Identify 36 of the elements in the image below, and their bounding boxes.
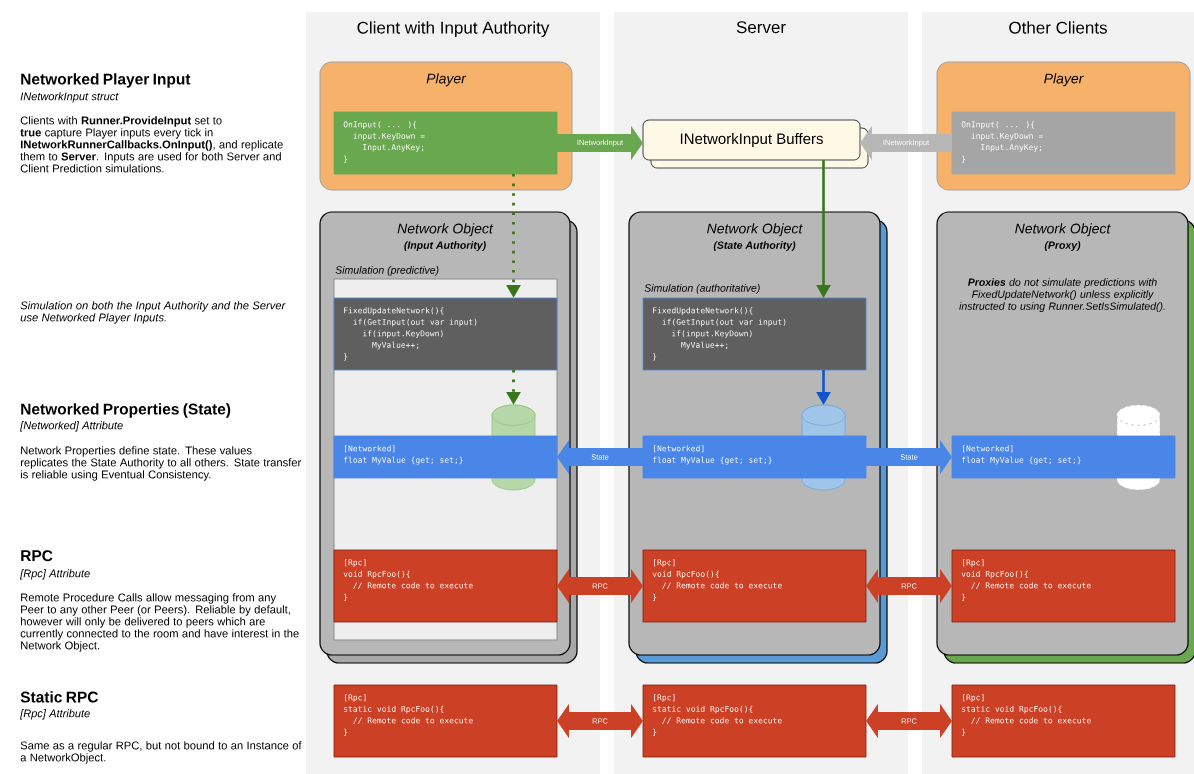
block-arrow	[866, 568, 952, 604]
section-subtitle: INetworkInput struct	[20, 92, 119, 103]
description-text: Same as a regular RPC, but not bound to an Instance of a NetworkObject.	[20, 741, 302, 764]
section-subtitle: [Rpc] Attribute	[20, 709, 90, 720]
code-block: [Rpc] static void RpcFoo(){ // Remote code to execute }	[642, 684, 867, 758]
code-block: [Rpc] void RpcFoo(){ // Remote code to execute }	[333, 549, 558, 623]
block-arrow	[866, 703, 952, 739]
code-block: OnInput( ... ){ input.KeyDown = Input.AnyKey; }	[333, 111, 558, 175]
node-label: if(GetInput(out var input)	[662, 318, 786, 327]
code-block: [Rpc] void RpcFoo(){ // Remote code to execute }	[642, 549, 867, 623]
node-label: MyValue++;	[681, 341, 728, 350]
section-heading: Static RPC	[20, 691, 99, 703]
description-text: Clients with Runner.ProvideInput set to true capture Player inputs every tick in INetworkRunnerCallbacks.OnInput(), and replicate them to Server. Inputs are used for both Server and Client Prediction simulations.	[20, 116, 283, 173]
section-subtitle: [Networked] Attribute	[20, 421, 123, 432]
node-label: FixedUpdateNetwork(){	[653, 307, 753, 315]
code-block: [Rpc] void RpcFoo(){ // Remote code to execute }	[951, 549, 1176, 623]
node-label: if(input.KeyDown)	[672, 330, 752, 338]
node-label: Simulation (predictive)	[335, 266, 439, 276]
description-text: Network Properties define state. These values replicates the State Authority to all others. State transfer is reliable using Eventual Consistency.	[20, 446, 302, 481]
section-heading: Networked Player Input	[21, 73, 191, 88]
code-block: OnInput( ... ){ input.KeyDown = Input.AnyKey; }	[951, 111, 1176, 175]
block-arrow	[557, 703, 643, 739]
section-heading: RPC	[21, 550, 53, 562]
code-block: FixedUpdateNetwork(){ if(GetInput(out var input) if(input.KeyDown) MyValue++; }	[333, 297, 558, 371]
section-heading: Networked Properties (State)	[21, 403, 231, 418]
code-block: [Rpc] static void RpcFoo(){ // Remote code to execute }	[951, 684, 1176, 758]
description-text: Simulation on both the Input Authority and the Server use Networked Player Inputs.	[20, 301, 286, 324]
section-subtitle: [Rpc] Attribute	[20, 569, 90, 580]
buffer-box: INetworkInput Buffers	[642, 119, 869, 169]
section-caption: Simulation (authoritative)	[644, 284, 760, 294]
code-block: [Rpc] static void RpcFoo(){ // Remote code to execute }	[333, 684, 558, 758]
block-arrow	[557, 568, 643, 604]
node-label: }	[653, 353, 657, 361]
code-block: [Networked] float MyValue {get; set;}	[642, 435, 867, 479]
description-text: Remote Procedure Calls allow messaging from any Peer to any other Peer (or Peers). Reliable by default, however will only be delivered to peers which are currently connected to the room and have interest in the Network Object.	[20, 593, 299, 652]
code-block: FixedUpdateNetwork(){ if(GetInput(out var input) if(input.KeyDown) MyValue++; }	[642, 297, 867, 371]
